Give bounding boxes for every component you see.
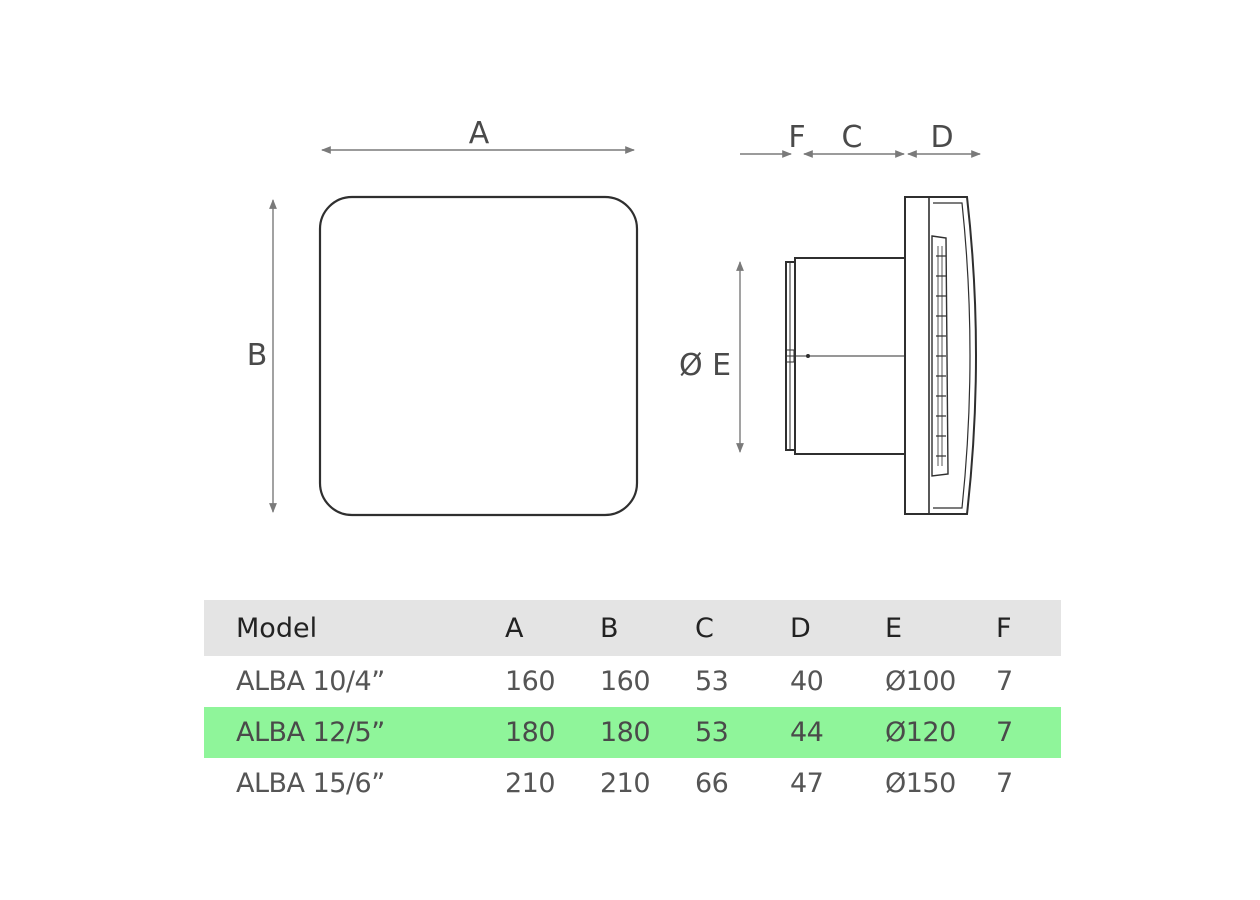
grille-slats — [936, 246, 946, 466]
cell-c: 53 — [695, 666, 729, 697]
side-view-dimensions: F C D Ø E — [679, 120, 981, 453]
cell-f: 7 — [996, 666, 1013, 697]
cell-a: 160 — [505, 666, 556, 697]
table-header-row: Model A B C D E F — [204, 600, 1061, 656]
cell-d: 47 — [790, 768, 824, 799]
cell-model: ALBA 12/5” — [236, 717, 385, 748]
dimension-label-f: F — [788, 120, 805, 155]
cell-model: ALBA 15/6” — [236, 768, 385, 799]
cell-model: ALBA 10/4” — [236, 666, 385, 697]
cell-b: 180 — [600, 717, 651, 748]
header-f: F — [996, 612, 1012, 644]
cell-c: 66 — [695, 768, 729, 799]
table-row: ALBA 12/5” 180 180 53 44 Ø120 7 — [204, 707, 1061, 758]
cell-c: 53 — [695, 717, 729, 748]
cell-f: 7 — [996, 717, 1013, 748]
header-a: A — [505, 612, 524, 644]
dimension-label-c: C — [842, 120, 863, 155]
side-view — [785, 196, 977, 515]
header-model: Model — [236, 612, 318, 644]
header-d: D — [790, 612, 811, 644]
header-c: C — [695, 612, 714, 644]
cell-a: 210 — [505, 768, 556, 799]
header-e: E — [885, 612, 903, 644]
front-panel-outline — [318, 195, 639, 517]
dimension-drawing: A B — [247, 116, 981, 517]
cell-d: 44 — [790, 717, 824, 748]
header-b: B — [600, 612, 619, 644]
table-row: ALBA 10/4” 160 160 53 40 Ø100 7 — [204, 656, 1061, 707]
cell-e: Ø120 — [885, 717, 956, 748]
dimension-label-d: D — [930, 120, 953, 155]
cell-d: 40 — [790, 666, 824, 697]
cell-b: 210 — [600, 768, 651, 799]
housing-outline — [904, 196, 977, 515]
cell-e: Ø100 — [885, 666, 956, 697]
dimension-label-a: A — [469, 116, 490, 151]
specification-table: Model A B C D E F ALBA 10/4” 160 160 53 … — [204, 600, 1061, 809]
cell-f: 7 — [996, 768, 1013, 799]
dimension-label-b: B — [247, 338, 268, 373]
front-view: A B — [247, 116, 639, 517]
cell-e: Ø150 — [885, 768, 956, 799]
table-row: ALBA 15/6” 210 210 66 47 Ø150 7 — [204, 758, 1061, 809]
cell-a: 180 — [505, 717, 556, 748]
dimension-label-e: Ø E — [679, 348, 731, 383]
grille-frame — [931, 235, 949, 477]
cell-b: 160 — [600, 666, 651, 697]
